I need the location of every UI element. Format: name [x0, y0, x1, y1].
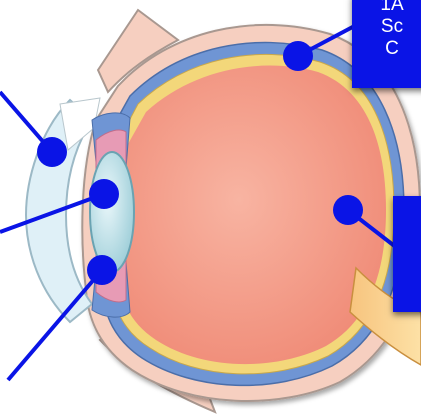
lens [90, 152, 134, 272]
pointer-dot-cornea [37, 137, 67, 167]
pointer-dot-ciliary [87, 255, 117, 285]
pointer-dot-retina [333, 195, 363, 225]
callout-top-line-1: 1A [352, 0, 421, 16]
pointer-dot-sclera [283, 41, 313, 71]
callout-label-sclera: 1A Sc C [352, 0, 421, 88]
pointer-dot-lens [89, 179, 119, 209]
callout-top-line-2: Sc [352, 16, 421, 38]
callout-label-retina [393, 196, 421, 312]
callout-top-line-3: C [352, 38, 421, 60]
